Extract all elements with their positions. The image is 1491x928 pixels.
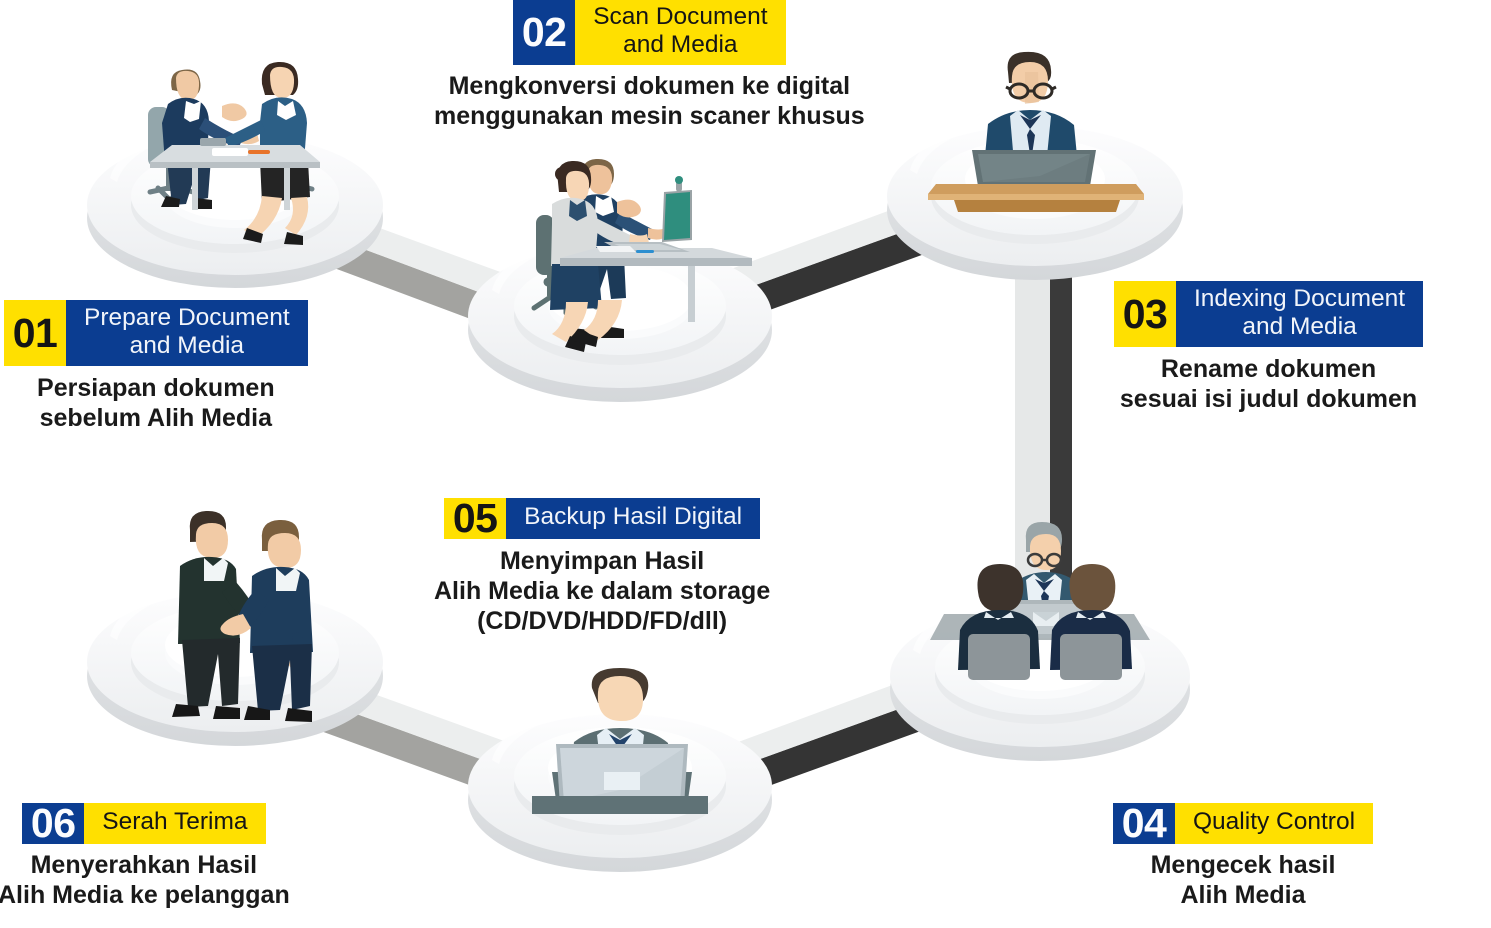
scene-two-people-at-laptop-desk	[531, 158, 752, 352]
step-03-description: Rename dokumen sesuai isi judul dokumen	[1119, 355, 1418, 414]
step-label-05[interactable]: 05 Backup Hasil Digital Menyimpan Hasil …	[434, 498, 770, 636]
step-02-description: Mengkonversi dokumen ke digital mengguna…	[434, 72, 865, 131]
scene-handshake-two-businessmen	[172, 510, 313, 722]
connector-04-05	[722, 680, 940, 792]
connector-05-06	[318, 686, 540, 798]
step-01-title: Prepare Document and Media	[66, 300, 308, 367]
step-06-number: 06	[22, 803, 85, 844]
step-02-number: 02	[513, 0, 576, 66]
step-01-number: 01	[4, 300, 66, 367]
scene-man-with-glasses-at-laptop	[928, 51, 1144, 212]
step-05-header: 05 Backup Hasil Digital	[444, 498, 761, 539]
connector-02-03	[712, 208, 930, 320]
step-03-title: Indexing Document and Media	[1176, 281, 1424, 348]
step-03-number: 03	[1114, 281, 1176, 348]
step-02-header: 02 Scan Document and Media	[513, 0, 786, 66]
step-03-header: 03 Indexing Document and Media	[1114, 281, 1424, 348]
step-label-02[interactable]: 02 Scan Document and Media Mengkonversi …	[434, 0, 865, 131]
scene-two-people-at-desk	[147, 61, 320, 245]
step-04-title: Quality Control	[1175, 803, 1374, 844]
step-01-description: Persiapan dokumen sebelum Alih Media	[37, 374, 275, 433]
step-04-header: 04 Quality Control	[1113, 803, 1374, 844]
step-label-04[interactable]: 04 Quality Control Mengecek hasil Alih M…	[1113, 803, 1374, 910]
step-01-header: 01 Prepare Document and Media	[4, 300, 308, 367]
step-04-description: Mengecek hasil Alih Media	[1150, 851, 1336, 909]
step-06-header: 06 Serah Terima	[22, 803, 266, 844]
step-label-01[interactable]: 01 Prepare Document and Media Persiapan …	[4, 300, 308, 433]
scene-man-at-laptop	[532, 668, 708, 814]
step-04-number: 04	[1113, 803, 1175, 844]
step-05-description: Menyimpan Hasil Alih Media ke dalam stor…	[434, 547, 771, 635]
step-05-number: 05	[444, 498, 507, 539]
step-label-03[interactable]: 03 Indexing Document and Media Rename do…	[1114, 281, 1424, 414]
step-06-description: Menyerahkan Hasil Alih Media ke pelangga…	[0, 851, 290, 909]
step-06-title: Serah Terima	[84, 803, 266, 844]
scene-three-people-meeting-laptop	[930, 522, 1150, 680]
step-02-title: Scan Document and Media	[575, 0, 786, 66]
step-05-title: Backup Hasil Digital	[506, 498, 761, 539]
step-label-06[interactable]: 06 Serah Terima Menyerahkan Hasil Alih M…	[0, 803, 290, 910]
